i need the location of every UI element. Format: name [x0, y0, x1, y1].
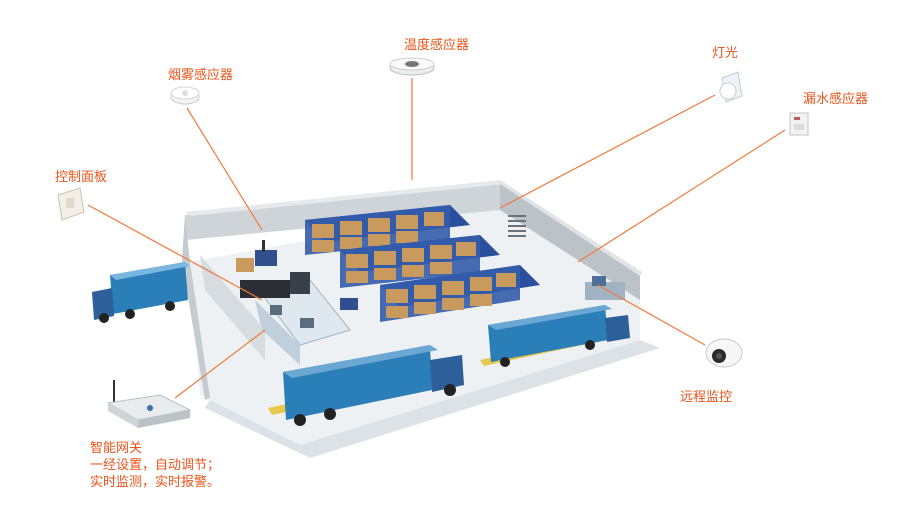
gateway-router-icon [106, 380, 192, 428]
leader-gateway [174, 329, 266, 399]
leader-lines [87, 78, 786, 399]
leader-water [577, 129, 786, 263]
light-bulb-icon [719, 71, 743, 103]
leader-light [499, 94, 716, 209]
back-wall [185, 183, 500, 240]
smoke-detector-icon [170, 86, 200, 105]
temperature-sensor-label: 温度感应器 [404, 38, 470, 53]
water-sensor-label: 漏水感应器 [803, 92, 869, 107]
forklift-2 [340, 298, 358, 310]
remote-monitor-label: 远程监控 [680, 390, 733, 405]
ground-shadow [205, 340, 660, 458]
truck-far-right [585, 276, 625, 300]
leader-smoke [186, 107, 263, 231]
right-wall [500, 183, 640, 300]
storage-rack-2 [340, 235, 500, 288]
wall-vent [508, 215, 526, 237]
leader-camera [597, 284, 706, 346]
leader-panel [87, 204, 263, 301]
forklift-1 [236, 240, 277, 272]
control-panel-label: 控制面板 [55, 170, 108, 185]
control-panel-icon [57, 187, 85, 221]
truck-right [488, 305, 630, 367]
water-sensor-icon [789, 112, 809, 136]
left-wall [182, 215, 210, 400]
machine-unit [240, 272, 310, 298]
light-label: 灯光 [712, 46, 739, 61]
smoke-sensor-label: 烟雾感应器 [168, 68, 234, 83]
gateway-line-1: 一经设置，自动调节； [90, 458, 221, 473]
camera-icon [705, 338, 743, 368]
gateway-line-2: 实时监测，实时报警。 [90, 475, 221, 490]
back-wall-top [185, 180, 505, 216]
gateway-label: 智能网关 一经设置，自动调节； 实时监测，实时报警。 [90, 440, 220, 491]
truck-center [283, 345, 464, 426]
front-wall [200, 255, 265, 360]
truck-left [92, 262, 190, 323]
gateway-title: 智能网关 [90, 441, 143, 456]
temperature-sensor-icon [389, 57, 435, 76]
right-wall-top [500, 180, 642, 276]
storage-rack-3 [380, 265, 540, 322]
